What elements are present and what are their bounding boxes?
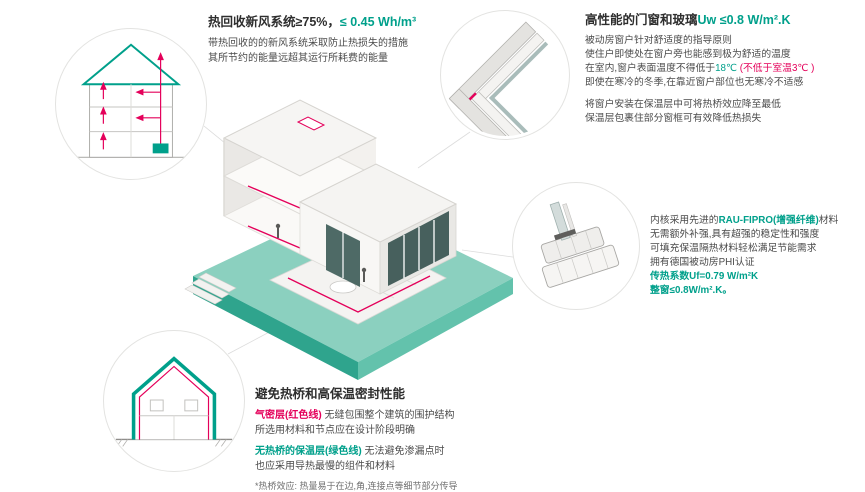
airtight-layer-label: 气密层(红色线) [255, 410, 322, 421]
glazing-pane [549, 201, 571, 241]
roof-outline [80, 43, 182, 86]
hrv-house-cross-section-illustration [71, 43, 191, 158]
profile-line-1-post: 材料 [818, 215, 839, 226]
roof-hvac-unit [296, 116, 326, 131]
profile-uf-value: 传热系数Uf=0.79 W/m²K [650, 271, 759, 282]
hrv-section: 热回收新风系统≥75%，≤ 0.45 Wh/m³ 带热回收的的新风系统采取防止热… [208, 14, 518, 66]
hrv-callout-circle [55, 28, 207, 180]
thermal-line-2: 所选用材料和节点应在设计阶段明确 [255, 425, 415, 436]
gasket [553, 228, 577, 241]
windows-line-2: 使住户即使处在窗户旁也能感到极为舒适的温度 [585, 49, 791, 60]
windows-line-3-temperature: 18℃ [715, 63, 737, 74]
hrv-title-text: 热回收新风系统≥75%， [208, 15, 340, 29]
windows-section: 高性能的门窗和玻璃Uw ≤0.8 W/m².K 被动房窗户针对舒适度的指导原则 … [585, 12, 860, 126]
windows-line-5: 将窗户安装在保温层中可将热桥效应降至最低 [585, 99, 781, 110]
profile-line-1-material: RAU-FIPRO(增强纤维) [718, 215, 819, 226]
windows-title-value: Uw ≤0.8 W/m².K [697, 13, 791, 27]
window-profile-callout-circle [512, 182, 640, 310]
profile-line-4: 拥有德国被动房PHI认证 [650, 257, 755, 268]
glazed-wing [298, 163, 458, 295]
airtight-red-line [138, 365, 210, 440]
terrace-steps [184, 272, 237, 305]
thermal-line-1-text: 无缝包围整个建筑的围护结构 [321, 410, 455, 421]
windows-line-4: 即使在寒冷的冬季,在靠近窗户部位也无寒冷不适感 [585, 77, 804, 88]
thermal-line-3: 无热桥的保温层(绿色线) 无法避免渗漏点时 [255, 444, 600, 459]
isometric-house-illustration [184, 99, 513, 380]
thermal-line-3-text: 无法避免渗漏点时 [361, 446, 445, 457]
thermal-title: 避免热桥和高保温密封性能 [255, 387, 406, 401]
windows-line-6: 保温层包裹住部分窗框可有效降低热损失 [585, 113, 762, 124]
profile-line-1: 内核采用先进的RAU-FIPRO(增强纤维)材料 [650, 214, 862, 228]
ground-hatching [116, 439, 227, 447]
thermal-footnote: *热桥效应: 热量易于在边,角,连接点等细节部分传导 [255, 481, 458, 491]
insulation-green-line [131, 356, 217, 440]
profile-line-1-pre: 内核采用先进的 [650, 215, 719, 226]
airflow-arrows [100, 52, 164, 150]
heat-recovery-unit [152, 143, 169, 154]
windows-line-3: 在室内,窗户表面温度不得低于18℃ (不低于室温3℃ ) [585, 62, 860, 76]
window-corner-callout-circle [440, 10, 570, 140]
profile-line-3: 可填充保温隔热材料轻松满足节能需求 [650, 243, 817, 254]
hrv-title: 热回收新风系统≥75%，≤ 0.45 Wh/m³ [208, 14, 518, 30]
hrv-line-2: 其所节约的能量远超其运行所耗费的能量 [208, 53, 388, 64]
windows-line-1: 被动房窗户针对舒适度的指导原则 [585, 35, 732, 46]
window-profile-illustration [540, 201, 620, 288]
thermal-house-illustration [115, 356, 233, 447]
windows-title: 高性能的门窗和玻璃Uw ≤0.8 W/m².K [585, 12, 860, 28]
thermal-line-1: 气密层(红色线) 无缝包围整个建筑的围护结构 [255, 408, 600, 423]
insulation-layer-label: 无热桥的保温层(绿色线) [255, 446, 362, 457]
windows-title-text: 高性能的门窗和玻璃 [585, 13, 698, 27]
profile-section: 内核采用先进的RAU-FIPRO(增强纤维)材料 无需额外补强,具有超强的稳定性… [650, 214, 862, 298]
profile-line-2: 无需额外补强,具有超强的稳定性和强度 [650, 229, 820, 240]
windows-line-3-text: 在室内,窗户表面温度不得低于 [585, 63, 716, 74]
thermal-section: 避免热桥和高保温密封性能 气密层(红色线) 无缝包围整个建筑的围护结构 所选用材… [255, 386, 600, 492]
thermal-line-4: 也应采用导热最慢的组件和材料 [255, 461, 395, 472]
hrv-line-1: 带热回收的的新风系统采取防止热损失的措施 [208, 38, 408, 49]
windows-line-3-note: (不低于室温3℃ ) [737, 63, 815, 74]
profile-uw-value: 整窗≤0.8W/m².K。 [650, 285, 733, 296]
human-figures [275, 223, 367, 282]
hrv-title-value: ≤ 0.45 Wh/m³ [339, 15, 417, 29]
thermal-envelope-callout-circle [103, 330, 245, 472]
